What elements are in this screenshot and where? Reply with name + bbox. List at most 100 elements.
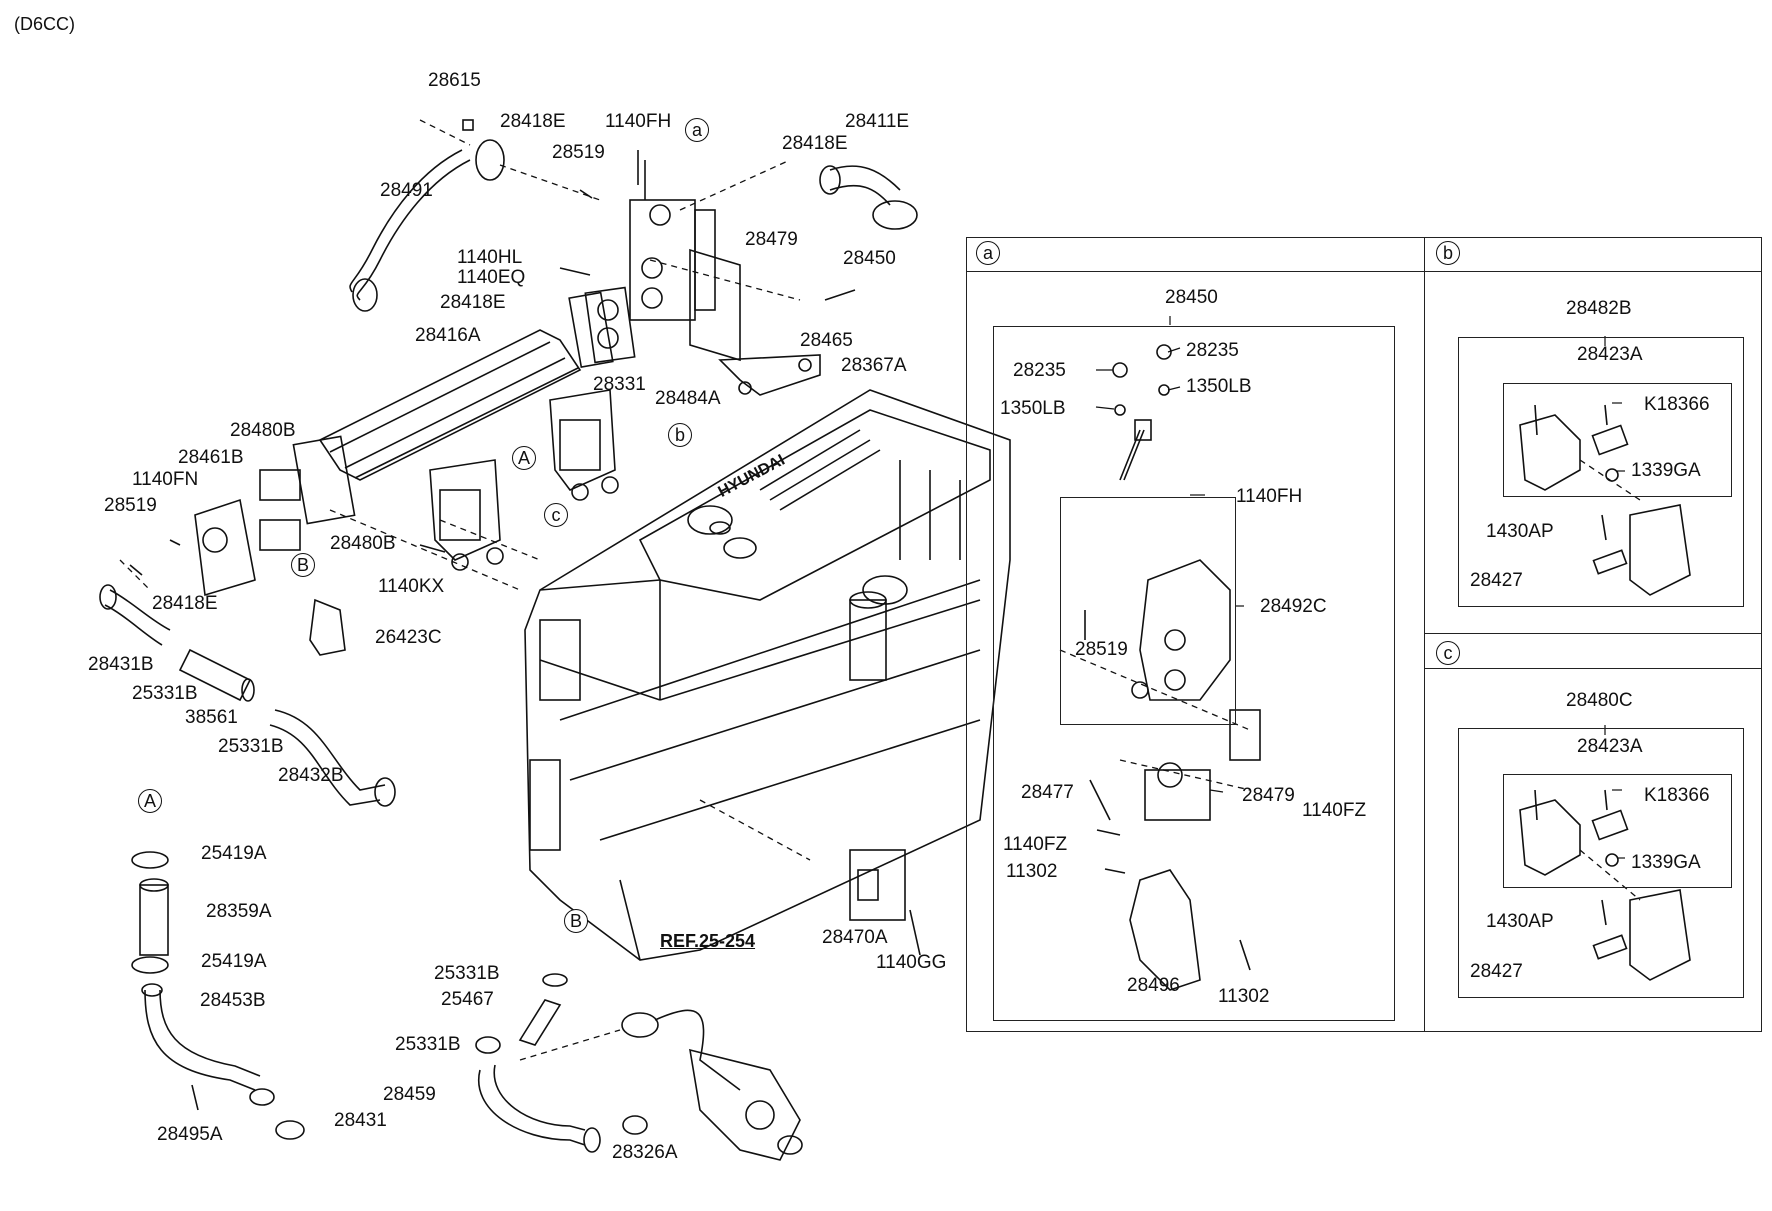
callout-a[interactable]: a <box>685 118 709 142</box>
part-label[interactable]: 28418E <box>782 133 848 154</box>
part-label[interactable]: K18366 <box>1644 785 1710 806</box>
part-label[interactable]: 1140GG <box>876 952 947 973</box>
part-label[interactable]: 28484A <box>655 388 721 409</box>
panel-c-subtitle: 28423A <box>1577 736 1643 757</box>
panel-a-title: 28450 <box>1165 287 1218 308</box>
callout-c[interactable]: c <box>544 503 568 527</box>
part-label[interactable]: 28416A <box>415 325 481 346</box>
callout-A[interactable]: A <box>512 446 536 470</box>
part-label[interactable]: 25331B <box>132 683 198 704</box>
panel-a-parts <box>1084 344 1261 991</box>
part-label[interactable]: 11302 <box>1218 986 1270 1007</box>
part-label[interactable]: 11302 <box>1006 861 1058 882</box>
part-label[interactable]: 28491 <box>380 180 433 201</box>
part-label[interactable]: 28235 <box>1013 360 1066 381</box>
part-label[interactable]: 28461B <box>178 447 244 468</box>
part-label[interactable]: 28331 <box>593 374 646 395</box>
part-label[interactable]: 28492C <box>1260 596 1327 617</box>
part-label[interactable]: 28431B <box>88 654 154 675</box>
panel-bc-rule <box>1424 668 1762 669</box>
part-label[interactable]: 28431 <box>334 1110 387 1131</box>
part-label[interactable]: 28432B <box>278 765 344 786</box>
engine-code-header: (D6CC) <box>14 14 75 34</box>
panel-leaders <box>1095 316 1625 859</box>
part-label[interactable]: 1339GA <box>1631 852 1701 873</box>
part-label[interactable]: 38561 <box>185 707 238 728</box>
part-label[interactable]: 1430AP <box>1486 521 1554 542</box>
dashed-leaders <box>119 119 1641 1061</box>
part-label[interactable]: 25331B <box>395 1034 461 1055</box>
part-label[interactable]: 25419A <box>201 951 267 972</box>
part-label[interactable]: 25331B <box>434 963 500 984</box>
part-label[interactable]: 1140FH <box>1236 486 1303 507</box>
part-label[interactable]: 28470A <box>822 927 888 948</box>
part-label[interactable]: 28519 <box>104 495 157 516</box>
part-label[interactable]: 26423C <box>375 627 442 648</box>
part-label[interactable]: K18366 <box>1644 394 1710 415</box>
callout-A-lower[interactable]: A <box>138 789 162 813</box>
panel-c-tag: c <box>1436 641 1460 665</box>
part-label[interactable]: 28477 <box>1021 782 1074 803</box>
panel-b-parts <box>1519 404 1691 596</box>
reference-label[interactable]: REF.25-254 <box>660 931 756 951</box>
part-label[interactable]: 28453B <box>200 990 266 1011</box>
part-label[interactable]: 28235 <box>1186 340 1239 361</box>
part-label[interactable]: 1140FZ <box>1302 800 1367 821</box>
part-label[interactable]: 1140FZ <box>1003 834 1068 855</box>
egr-pipe-28411E <box>819 165 918 230</box>
part-label[interactable]: 28496 <box>1127 975 1180 996</box>
callout-B[interactable]: B <box>291 553 315 577</box>
panel-bc-divider <box>1424 633 1762 634</box>
part-label[interactable]: 28411E <box>845 111 910 132</box>
egr-pipe-28491 <box>349 139 505 312</box>
part-label[interactable]: 28459 <box>383 1084 436 1105</box>
part-label[interactable]: 25419A <box>201 843 267 864</box>
callout-B-lower[interactable]: B <box>564 909 588 933</box>
part-label[interactable]: 1140FN <box>132 469 199 490</box>
mount-b <box>549 389 619 501</box>
part-label[interactable]: 1140EQ <box>457 267 526 288</box>
panel-c-parts <box>1519 789 1691 981</box>
engine-block <box>524 389 1011 961</box>
panel-b-inner-box <box>1503 383 1732 497</box>
part-label[interactable]: 28480B <box>330 533 396 554</box>
part-label[interactable]: 1140FH <box>605 111 672 132</box>
panel-a-tag: a <box>976 241 1000 265</box>
part-label[interactable]: 1140HL <box>457 247 523 268</box>
part-label[interactable]: 28367A <box>841 355 907 376</box>
part-label[interactable]: 28519 <box>552 142 605 163</box>
part-label[interactable]: 28479 <box>1242 785 1295 806</box>
panel-b-title: 28482B <box>1566 298 1632 319</box>
panel-header-rule <box>966 271 1762 272</box>
hoses-B <box>475 973 648 1153</box>
part-label[interactable]: 28519 <box>1075 639 1128 660</box>
part-label[interactable]: 28479 <box>745 229 798 250</box>
panel-b-subtitle: 28423A <box>1577 344 1643 365</box>
part-label[interactable]: 28615 <box>428 70 481 91</box>
callout-b[interactable]: b <box>668 423 692 447</box>
part-label[interactable]: 28418E <box>152 593 218 614</box>
part-label[interactable]: 28326A <box>612 1142 678 1163</box>
panel-c-title: 28480C <box>1566 690 1633 711</box>
part-label[interactable]: 28359A <box>206 901 272 922</box>
part-label[interactable]: 28495A <box>157 1124 223 1145</box>
gasket-28331 <box>584 286 636 364</box>
part-label[interactable]: 28427 <box>1470 961 1523 982</box>
part-label[interactable]: 1350LB <box>1186 376 1252 397</box>
panel-divider-vertical <box>1424 237 1425 1032</box>
part-label[interactable]: 28427 <box>1470 570 1523 591</box>
part-label[interactable]: 28418E <box>440 292 506 313</box>
pipe-28432B <box>269 709 396 807</box>
panel-a-valve-box <box>1060 497 1236 725</box>
part-label[interactable]: 1140KX <box>378 576 445 597</box>
part-label[interactable]: 25331B <box>218 736 284 757</box>
part-label[interactable]: 28418E <box>500 111 566 132</box>
panel-c-inner-box <box>1503 774 1732 888</box>
part-label[interactable]: 1430AP <box>1486 911 1554 932</box>
part-label[interactable]: 28465 <box>800 330 853 351</box>
part-label[interactable]: 1339GA <box>1631 460 1701 481</box>
part-label[interactable]: 28480B <box>230 420 296 441</box>
part-label[interactable]: 28450 <box>843 248 896 269</box>
part-label[interactable]: 1350LB <box>1000 398 1066 419</box>
part-label[interactable]: 25467 <box>441 989 494 1010</box>
